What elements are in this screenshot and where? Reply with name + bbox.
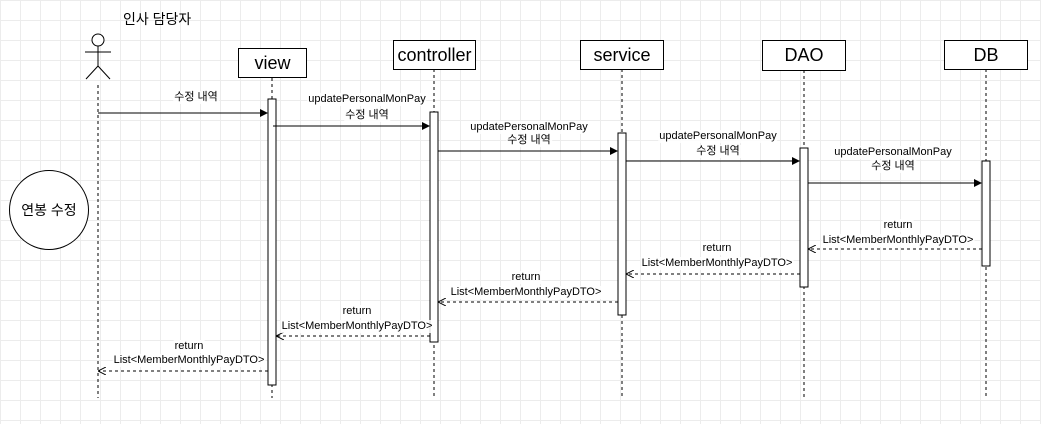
- view-lifeline-label: view: [254, 52, 291, 73]
- message-method-4: updatePersonalMonPay: [658, 130, 778, 143]
- service-lifeline-box: service: [580, 40, 664, 70]
- view-lifeline-box: view: [238, 48, 307, 78]
- message-param-4: 수정 내역: [695, 145, 741, 158]
- return-type-5: List<MemberMonthlyPayDTO>: [112, 354, 266, 367]
- actor-figure: [85, 33, 111, 80]
- controller-lifeline-label: controller: [397, 44, 472, 65]
- return-keyword-1: return: [882, 219, 914, 232]
- return-keyword-2: return: [701, 242, 733, 255]
- message-method-5: updatePersonalMonPay: [833, 146, 953, 159]
- return-type-1: List<MemberMonthlyPayDTO>: [821, 234, 975, 247]
- return-keyword-4: return: [341, 305, 373, 318]
- db-lifeline-label: DB: [973, 44, 999, 65]
- return-type-2: List<MemberMonthlyPayDTO>: [640, 257, 794, 270]
- return-type-3: List<MemberMonthlyPayDTO>: [449, 286, 603, 299]
- dao-activation: [799, 147, 809, 288]
- controller-activation: [429, 111, 439, 343]
- dao-lifeline-label: DAO: [784, 45, 824, 65]
- actor-name: 인사 담당자: [123, 11, 192, 27]
- message-param-3: 수정 내역: [506, 134, 552, 147]
- return-keyword-5: return: [173, 340, 205, 353]
- view-activation: [267, 98, 277, 386]
- use-case-ellipse: 연봉 수정: [9, 170, 89, 250]
- return-keyword-3: return: [510, 271, 542, 284]
- controller-lifeline-box: controller: [393, 40, 476, 70]
- message-method-3: updatePersonalMonPay: [469, 121, 589, 134]
- db-lifeline-box: DB: [944, 40, 1028, 70]
- use-case-label: 연봉 수정: [21, 202, 77, 218]
- return-type-4: List<MemberMonthlyPayDTO>: [280, 320, 434, 333]
- message-method-2: updatePersonalMonPay: [307, 93, 427, 106]
- message-param-5: 수정 내역: [870, 160, 916, 173]
- dao-lifeline-box: DAO: [762, 40, 846, 71]
- service-activation: [617, 132, 627, 316]
- message-param-2: 수정 내역: [344, 109, 390, 122]
- message-label-1: 수정 내역: [173, 91, 219, 104]
- service-lifeline-label: service: [593, 44, 651, 65]
- db-activation: [981, 160, 991, 267]
